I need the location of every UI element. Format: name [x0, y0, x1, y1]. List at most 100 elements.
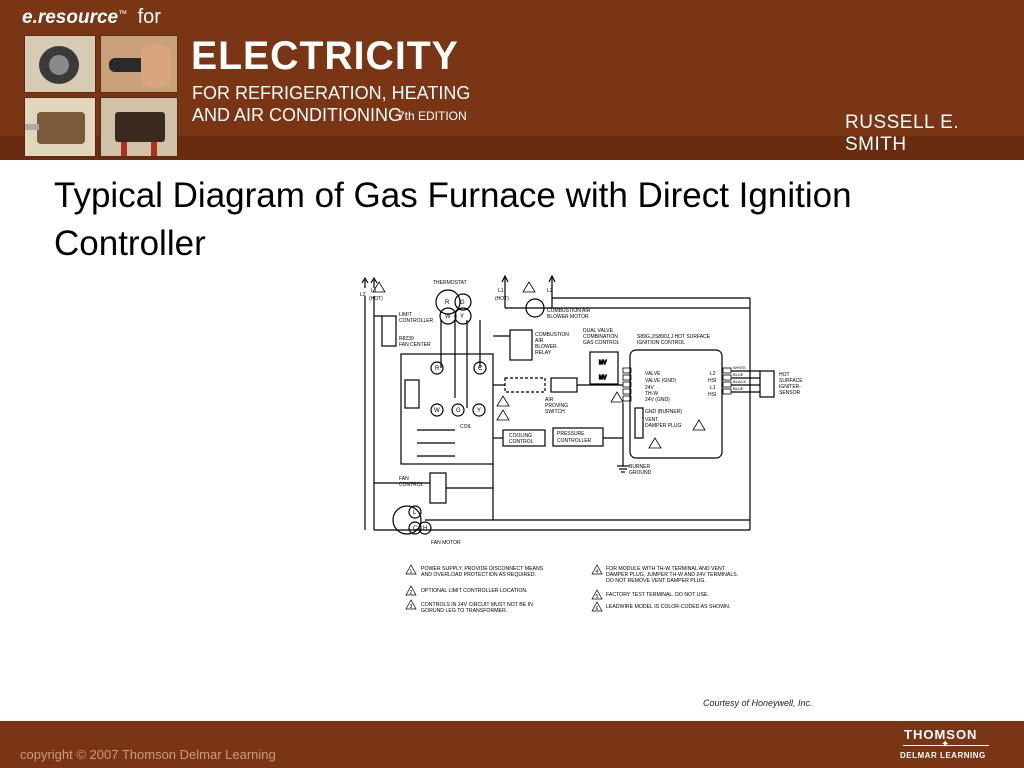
gas-furnace-wiring-diagram: MV MV	[360, 274, 803, 546]
diagram-notes: 1 POWER SUPPLY. PROVIDE DISCONNECT MEANS…	[405, 564, 738, 614]
photo-motor-1	[24, 35, 96, 93]
svg-text:1: 1	[410, 569, 413, 575]
label-thw: TH-W	[645, 391, 658, 397]
svg-text:AND OVERLOAD PROTECTION AS REQ: AND OVERLOAD PROTECTION AS REQUIRED.	[421, 572, 536, 578]
book-subtitle-line2: AND AIR CONDITIONING	[192, 105, 403, 125]
label-relay-4: RELAY	[535, 350, 552, 356]
label-comb-motor-1: COMBUSTION AIR	[547, 308, 591, 314]
publisher-logo-line	[903, 745, 989, 746]
label-valve: VALVE	[645, 371, 661, 377]
label-hot-surface-3: IGNITER-	[779, 384, 801, 390]
label-hot-left: (HOT)	[369, 296, 383, 302]
label-l1-left: L1	[371, 288, 377, 294]
label-term-hsi-1: HSI	[708, 378, 716, 384]
motor-c: C	[413, 526, 418, 532]
svg-text:6: 6	[596, 606, 599, 612]
label-coil: COIL	[460, 424, 472, 430]
label-dual-valve-3: GAS CONTROL	[583, 340, 620, 346]
svg-text:2: 2	[410, 590, 413, 596]
svg-text:DAMPER PLUG, JUMPER TH-W AND 2: DAMPER PLUG, JUMPER TH-W AND 24V TERMINA…	[606, 572, 738, 578]
star-icon: ✦	[941, 739, 950, 750]
label-fan-control-1: FAN	[399, 476, 409, 482]
label-ignition-1: S89G,J/S890J,J HOT SURFACE	[637, 334, 711, 340]
label-wire-white: WHITE	[733, 365, 746, 370]
book-subtitle-line1: FOR REFRIGERATION, HEATING	[192, 83, 471, 103]
svg-text:DO NOT REMOVE VENT DAMPER PLUG: DO NOT REMOVE VENT DAMPER PLUG.	[606, 578, 706, 584]
svg-text:CONTROLS IN 24V CIRCUIT MUST N: CONTROLS IN 24V CIRCUIT MUST NOT BE IN	[421, 602, 533, 608]
courtesy-credit: Courtesy of Honeywell, Inc.	[703, 698, 813, 708]
label-cooling-1: COOLING	[509, 433, 532, 439]
thermostat-y: Y	[460, 314, 464, 320]
label-gnd-burner: GND (BURNER)	[645, 409, 682, 415]
copyright-text: copyright © 2007 Thomson Delmar Learning	[20, 747, 276, 762]
label-vent-1: VENT	[645, 417, 658, 423]
label-fan-control-2: CONTROL	[399, 482, 424, 488]
label-fan-motor: FAN MOTOR	[431, 540, 461, 546]
brand-logo: e.resource™ for	[22, 6, 161, 28]
fan-center-c: C	[478, 366, 483, 372]
motor-l: L	[413, 510, 417, 516]
label-relay-2: AIR	[535, 338, 544, 344]
footer-banner	[0, 721, 1024, 768]
svg-text:4: 4	[596, 569, 599, 575]
fan-center-w: W	[434, 408, 440, 414]
label-relay-3: BLOWER	[535, 344, 557, 350]
book-title: ELECTRICITY	[191, 34, 459, 78]
svg-text:5: 5	[596, 594, 599, 600]
publisher-sub: DELMAR LEARNING	[900, 751, 986, 760]
brand-for: for	[137, 6, 161, 28]
photo-relay	[100, 97, 178, 157]
svg-text:3: 3	[410, 604, 413, 610]
note-6: 6 LEADWIRE MODEL IS COLOR-CODED AS SHOWN…	[591, 601, 730, 612]
label-term-hsi-2: HSI	[708, 392, 716, 398]
label-l1-right: L1	[498, 288, 504, 294]
photo-hand-tool	[100, 35, 178, 93]
svg-text:POWER SUPPLY. PROVIDE DISCONNE: POWER SUPPLY. PROVIDE DISCONNECT MEANS	[421, 566, 544, 572]
note-2: 2 OPTIONAL LIMIT CONTROLLER LOCATION.	[405, 585, 528, 596]
thermostat-r: R	[445, 300, 450, 306]
label-cooling-2: CONTROL	[509, 439, 534, 445]
header-banner: e.resource™ for ELECTRICITY FOR REFRIGER…	[0, 0, 1024, 160]
label-dual-valve-1: DUAL VALVE	[583, 328, 614, 334]
note-3: 3 CONTROLS IN 24V CIRCUIT MUST NOT BE IN…	[405, 599, 533, 614]
label-l2-left: L2	[360, 292, 366, 298]
publisher-logo: THOMSON	[904, 727, 978, 742]
label-hot-surface-2: SURFACE	[779, 378, 803, 384]
label-pressure-1: PRESSURE	[557, 431, 585, 437]
svg-text:GORUND LEG TO TRANSFORMER.: GORUND LEG TO TRANSFORMER.	[421, 608, 507, 614]
svg-text:FOR MODULE WITH TH-W TERMINAL: FOR MODULE WITH TH-W TERMINAL AND VENT	[606, 566, 726, 572]
label-limit-2: CONTROLLER	[399, 318, 434, 324]
label-aps-2: PROVING	[545, 403, 568, 409]
fan-center-g: G	[456, 408, 461, 414]
slide-title: Typical Diagram of Gas Furnace with Dire…	[54, 176, 852, 263]
label-thermostat: THERMOSTAT	[433, 280, 467, 286]
label-ignition-2: IGNITION CONTROL	[637, 340, 685, 346]
note-5: 5 FACTORY TEST TERMINAL. DO NOT USE.	[591, 589, 709, 600]
mv2-label: MV	[599, 375, 607, 381]
svg-text:OPTIONAL LIMIT CONTROLLER LOCA: OPTIONAL LIMIT CONTROLLER LOCATION.	[421, 588, 528, 594]
label-pressure-2: CONTROLLER	[557, 438, 592, 444]
note-4: 4 FOR MODULE WITH TH-W TERMINAL AND VENT…	[591, 564, 738, 584]
label-comb-motor-2: BLOWER MOTOR	[547, 314, 589, 320]
mv1-label: MV	[599, 360, 607, 366]
fan-center-r: R	[435, 366, 440, 372]
label-l2-right: L2	[547, 288, 553, 294]
book-edition: 7th EDITION	[398, 109, 467, 123]
fan-center-y: Y	[477, 408, 481, 414]
label-24v: 24V	[645, 385, 655, 391]
label-24v-gnd: 24V (GND)	[645, 397, 670, 403]
label-wire-blue-1: BLUE	[733, 372, 744, 377]
label-wire-black: BLACK	[733, 379, 746, 384]
motor-h: H	[423, 526, 427, 532]
label-hot-surface-4: SENSOR	[779, 390, 801, 396]
label-fan-center-2: FAN CENTER	[399, 342, 431, 348]
label-burner-ground-2: GROUND	[629, 470, 652, 476]
label-wire-blue-2: BLUE	[733, 386, 744, 391]
thermostat-w: W	[445, 314, 451, 320]
svg-text:FACTORY TEST TERMINAL. DO NOT: FACTORY TEST TERMINAL. DO NOT USE.	[606, 592, 709, 598]
author-name: RUSSELL E. SMITH	[845, 112, 960, 155]
label-limit-1: LIMIT	[399, 312, 412, 318]
label-dual-valve-2: COMBINATION	[583, 334, 618, 340]
label-aps-3: SWITCH	[545, 409, 565, 415]
brand-eresource: e.resource	[22, 7, 119, 28]
